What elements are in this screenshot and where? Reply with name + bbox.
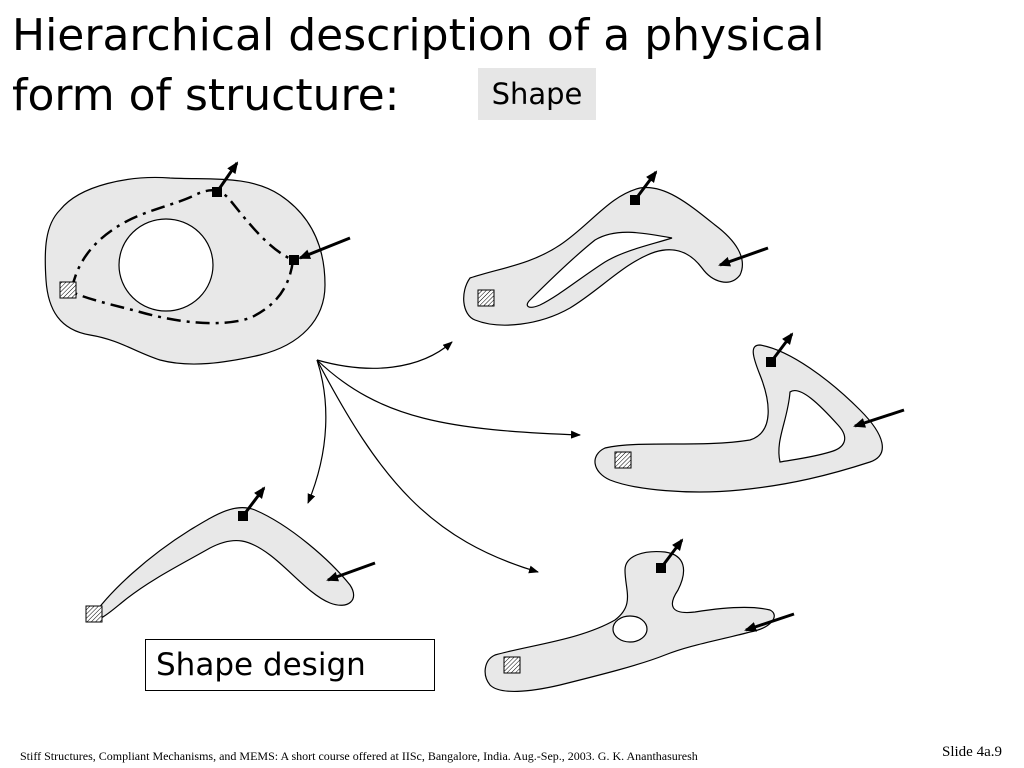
shape-variant-1 bbox=[463, 170, 769, 326]
shape-2-output-force-arrow bbox=[853, 408, 905, 428]
shape-connectors bbox=[307, 341, 581, 574]
shape-1-support-icon bbox=[477, 289, 495, 307]
shape-design-label: Shape design bbox=[145, 639, 435, 691]
title-line-2: form of structure: bbox=[12, 70, 400, 121]
title-line-1: Hierarchical description of a physical bbox=[12, 10, 825, 61]
shape-3-output-force-arrow bbox=[326, 561, 376, 582]
shape-4-support-icon bbox=[503, 656, 521, 674]
shape-1-output-force-arrow bbox=[718, 246, 769, 267]
shape-3-outline bbox=[89, 506, 355, 621]
shape-4-input-force-arrow bbox=[659, 538, 684, 569]
input-force-arrow bbox=[215, 161, 239, 193]
output-port-icon bbox=[289, 255, 299, 265]
shape-4-output-force-arrow bbox=[744, 612, 795, 632]
domain-hole bbox=[118, 218, 214, 312]
shape-2-input-force-arrow bbox=[769, 332, 794, 363]
shape-2-outline bbox=[594, 344, 883, 493]
connector-to-shape-1 bbox=[316, 341, 453, 369]
connector-to-shape-4 bbox=[316, 359, 539, 574]
shape-variant-3 bbox=[85, 486, 376, 623]
shape-2-support-icon bbox=[614, 451, 632, 469]
shape-variant-2 bbox=[594, 332, 905, 493]
design-domain bbox=[44, 161, 351, 365]
connector-to-shape-2 bbox=[316, 359, 581, 439]
shape-1-slot bbox=[526, 231, 673, 308]
shape-3-support-icon bbox=[85, 605, 103, 623]
load-path bbox=[70, 189, 295, 325]
output-force-arrow bbox=[298, 236, 351, 260]
shape-variant-4 bbox=[484, 538, 795, 693]
connector-to-shape-3 bbox=[307, 359, 327, 504]
footer-credit: Stiff Structures, Compliant Mechanisms, … bbox=[20, 749, 698, 763]
shape-2-hole bbox=[778, 390, 846, 463]
shape-tag: Shape bbox=[478, 68, 596, 120]
shape-1-input-force-arrow bbox=[633, 170, 658, 201]
shape-3-input-force-arrow bbox=[241, 486, 266, 517]
slide-title: Hierarchical description of a physical f… bbox=[12, 6, 825, 126]
shape-4-hole bbox=[612, 615, 648, 643]
slide-number: Slide 4a.9 bbox=[942, 744, 1002, 760]
support-hatch-icon bbox=[59, 281, 77, 299]
